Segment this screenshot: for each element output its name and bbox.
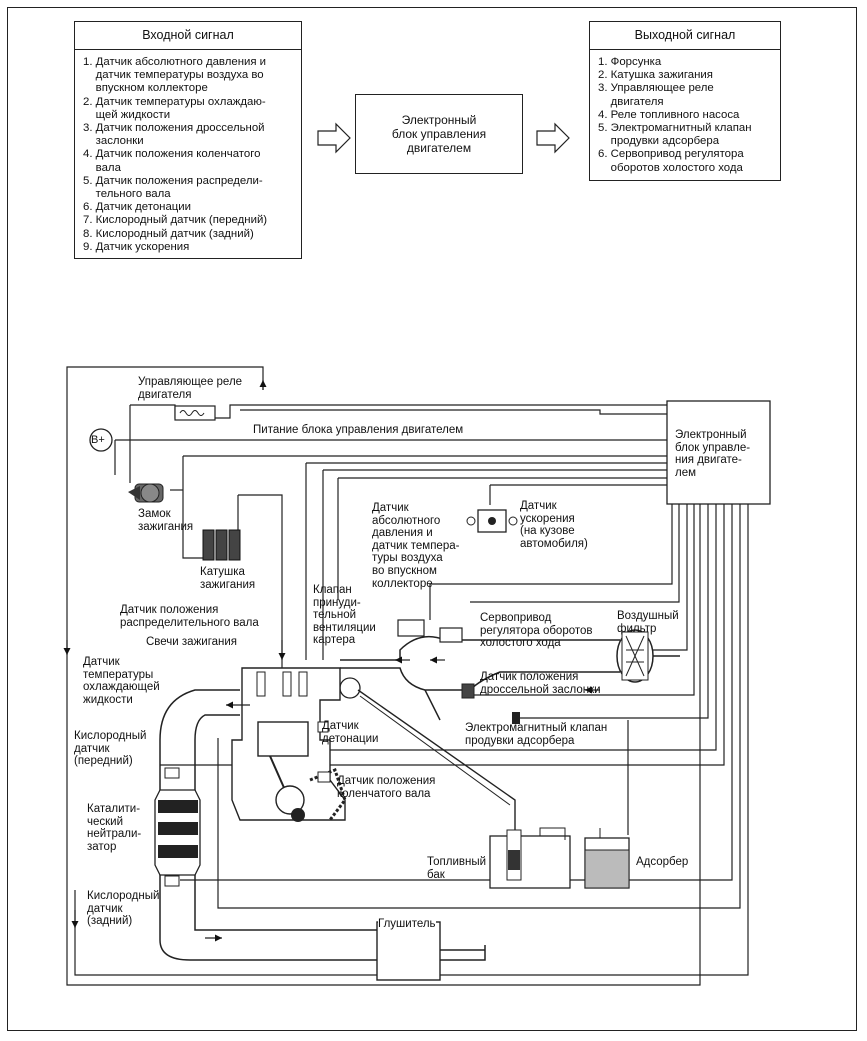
knock-sensor-label: Датчик детонации <box>322 720 379 745</box>
pcv-valve-label: Клапан принуди- тельной вентиляции карте… <box>313 584 376 647</box>
injector-icon <box>339 677 361 699</box>
battery-terminal-icon <box>89 428 113 452</box>
signal-list-item: датчик температуры воздуха во <box>83 69 264 82</box>
signal-list-item: 6. Датчик детонации <box>83 201 192 214</box>
ignition-coil-icon <box>202 529 241 561</box>
input-signal-panel: Входной сигнал 1. Датчик абсолютного дав… <box>74 21 302 259</box>
relay-label: Управляющее реле двигателя <box>138 376 243 401</box>
ignition-key-icon <box>128 483 164 503</box>
wiring <box>66 366 749 986</box>
signal-list-item: 2. Датчик температуры охлаждаю- <box>83 95 266 108</box>
signal-list-item: заслонки <box>83 135 144 148</box>
crank-sensor-icon <box>317 771 331 783</box>
signal-list-item: впускном коллекторе <box>83 82 208 95</box>
signal-list-item: двигателя <box>598 95 664 108</box>
air-filter-label: Воздушный фильтр <box>617 610 679 635</box>
crank-sensor-label: Датчик положения коленчатого вала <box>337 775 436 800</box>
purge-valve-label: Электромагнитный клапан продувки адсорбе… <box>465 722 608 747</box>
fuel-line <box>357 689 516 830</box>
flow-arrow-left <box>317 122 351 154</box>
catalyst-icon <box>154 789 201 876</box>
output-signal-title: Выходной сигнал <box>590 22 780 50</box>
fuel-return-line <box>359 695 511 806</box>
throttle-sensor-icon <box>461 683 475 699</box>
signal-list-item: вала <box>83 161 121 174</box>
o2-front-label: Кислородный датчик (передний) <box>74 730 147 768</box>
o2-rear-icon <box>164 875 180 887</box>
muffler-icon <box>376 921 441 981</box>
canister-icon <box>584 828 630 889</box>
signal-list-item: 3. Управляющее реле <box>598 82 714 95</box>
idle-servo-label: Сервопривод регулятора оборотов холостог… <box>480 612 593 650</box>
signal-list-item: оборотов холостого хода <box>598 161 743 174</box>
fuel-tank-icon <box>489 827 571 889</box>
ecu-label: Электронный блок управле- ния двигате- л… <box>675 429 751 479</box>
signal-list-item: 6. Сервопривод регулятора <box>598 148 744 161</box>
figure-frame <box>7 7 857 1031</box>
catalyst-label: Каталити- ческий нейтрали- затор <box>87 803 142 853</box>
signal-list-item: 7. Кислородный датчик (передний) <box>83 214 268 227</box>
ignition-coil-label: Катушка зажигания <box>200 566 256 591</box>
coolant-sensor-label: Датчик температуры охлаждающей жидкости <box>83 656 160 706</box>
o2-front-icon <box>164 767 180 779</box>
canister-label: Адсорбер <box>636 856 689 868</box>
exhaust-pipe <box>159 689 486 961</box>
purge-valve-icon <box>512 712 520 724</box>
signal-list-item: 2. Катушка зажигания <box>598 69 713 82</box>
signal-list-item: щей жидкости <box>83 108 171 121</box>
signal-list-item: 4. Реле топливного насоса <box>598 108 740 121</box>
map-sensor-icon <box>397 619 425 637</box>
o2-rear-label: Кислородный датчик (задний) <box>87 890 160 928</box>
signal-list-item: 5. Электромагнитный клапан <box>598 122 752 135</box>
air-filter-icon <box>621 631 649 681</box>
signal-list-item: 8. Кислородный датчик (задний) <box>83 227 254 240</box>
signal-list-item: 5. Датчик положения распредели- <box>83 174 263 187</box>
accel-sensor-icon <box>466 509 518 533</box>
idle-servo-icon <box>439 627 463 643</box>
spark-plugs-label: Свечи зажигания <box>146 636 238 648</box>
relay-symbol <box>174 405 216 421</box>
bplus-label: B+ <box>91 434 105 446</box>
signal-list-item: 9. Датчик ускорения <box>83 240 190 253</box>
signal-list-item: 1. Датчик абсолютного давления и <box>83 56 267 68</box>
knock-sensor-icon <box>317 721 329 733</box>
map-sensor-label: Датчик абсолютного давления и датчик тем… <box>372 502 460 590</box>
signal-list-item: продувки адсорбера <box>598 135 720 148</box>
muffler-label: Глушитель <box>378 918 436 931</box>
throttle-sensor-label: Датчик положения дроссельной заслонки <box>480 671 601 696</box>
input-signal-title: Входной сигнал <box>75 22 301 50</box>
signal-list-item: 4. Датчик положения коленчатого <box>83 148 261 161</box>
fuel-tank-label: Топливный бак <box>427 856 487 881</box>
flow-arrows <box>63 380 600 942</box>
signal-list-item: 1. Форсунка <box>598 56 662 68</box>
ecu-center-box: Электронный блок управления двигателем <box>355 94 523 174</box>
flow-arrow-right <box>536 122 570 154</box>
power-label: Питание блока управления двигателем <box>253 424 464 436</box>
accel-sensor-label: Датчик ускорения (на кузове автомобиля) <box>520 500 588 550</box>
relay-coil-icon <box>179 410 205 416</box>
spark-plug-icon <box>256 671 308 697</box>
signal-list-item: тельного вала <box>83 188 171 201</box>
input-signal-list: 1. Датчик абсолютного давления и датчик … <box>75 50 301 258</box>
ignition-lock-label: Замок зажигания <box>138 508 194 533</box>
cam-sensor-label: Датчик положения распределительного вала <box>120 604 259 629</box>
ecu-box <box>666 400 771 505</box>
signal-list-item: 3. Датчик положения дроссельной <box>83 122 265 135</box>
engine-block <box>231 667 347 822</box>
